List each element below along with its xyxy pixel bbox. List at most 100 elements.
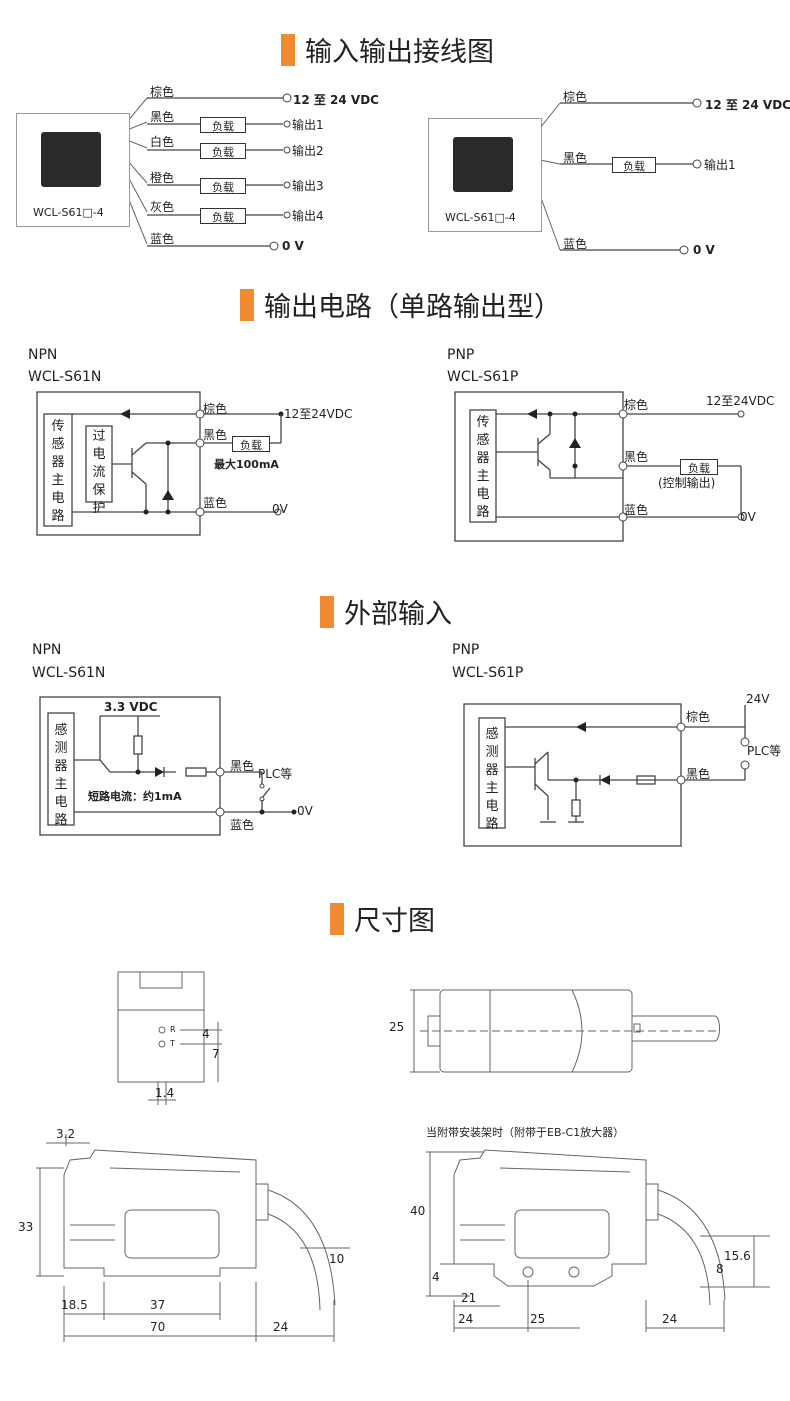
output-pnp-lines (454, 391, 745, 542)
section-title-output: 输出电路（单路输出型） (240, 285, 561, 324)
black-label: 黑色 (624, 450, 649, 464)
vdc-label: 3.3 VDC (104, 700, 158, 714)
dim-right-24a: 24 (458, 1312, 474, 1326)
sensor-image (453, 137, 513, 192)
load-box: 负载 (200, 208, 246, 224)
section-title-text: 外部输入 (344, 599, 452, 630)
load-box: 负载 (612, 157, 656, 173)
section-title-text: 尺寸图 (354, 906, 435, 937)
supply-label: 12至24VDC (284, 407, 353, 421)
pnp-model: WCL-S61P (447, 369, 519, 385)
dim-left-32: 3.2 (56, 1127, 76, 1141)
plc-label: PLC等 (747, 744, 782, 758)
blue-label: 蓝色 (624, 503, 649, 517)
dim-top-lines (410, 989, 721, 1073)
dim-left-185: 18.5 (61, 1298, 88, 1312)
load-box: 负载 (232, 436, 270, 452)
max-current-label: 最大100mA (214, 458, 279, 471)
out3-label: 输出3 (292, 179, 324, 193)
out4-label: 输出4 (292, 209, 324, 223)
load-box: 负载 (200, 178, 246, 194)
black-label: 黑色 (686, 767, 711, 781)
dim-top-25: 25 (389, 1020, 405, 1034)
wire-black: 黑色 (150, 110, 175, 124)
title-bar-icon (330, 902, 344, 935)
dim-front-r: R (170, 1025, 176, 1034)
dim-front-lines (117, 971, 222, 1105)
section-title-text: 输出电路（单路输出型） (264, 292, 561, 323)
v24-label: 24V (746, 692, 770, 706)
protect-label: 过电流保护 (92, 429, 106, 516)
wire-black: 黑色 (563, 151, 588, 165)
out1-label: 输出1 (704, 158, 736, 172)
dim-right-40: 40 (410, 1204, 426, 1218)
blue-label: 蓝色 (203, 496, 228, 510)
dim-right-8: 8 (716, 1262, 724, 1276)
short-current-label: 短路电流：约1mA (88, 790, 182, 803)
load-box: 负载 (680, 459, 718, 475)
black-label: 黑色 (230, 759, 255, 773)
supply-label: 12 至 24 VDC (705, 98, 790, 112)
wire-brown: 棕色 (563, 90, 588, 104)
sensor-photo-right: WCL-S61□-4 (428, 118, 542, 232)
npn-type: NPN (28, 347, 58, 363)
circuit-label: 感测器主电路 (485, 727, 499, 832)
dim-front-7: 7 (212, 1047, 220, 1061)
zero-label: 0 V (693, 243, 715, 257)
load-box: 负载 (200, 143, 246, 159)
section-title-wiring: 输入输出接线图 (281, 30, 494, 69)
circuit-label: 感测器主电路 (54, 723, 68, 828)
sensor-photo-left: WCL-S61□-4 (16, 113, 130, 227)
brown-label: 棕色 (203, 402, 228, 416)
input-pnp-lines (463, 703, 750, 847)
section-title-dimensions: 尺寸图 (330, 899, 435, 938)
dim-side-right-lines (426, 1149, 770, 1332)
pnp-model: WCL-S61P (452, 665, 524, 681)
wire-orange: 橙色 (150, 171, 175, 185)
wire-white: 白色 (150, 135, 175, 149)
dim-right-4: 4 (432, 1270, 440, 1284)
supply-label: 12 至 24 VDC (293, 93, 379, 107)
sensor-image (41, 132, 101, 187)
dim-right-note: 当附带安装架时（附带于EB-C1放大器） (426, 1126, 625, 1139)
wire-brown: 棕色 (150, 85, 175, 99)
dim-front-t: T (170, 1039, 175, 1048)
dim-right-21: 21 (461, 1291, 477, 1305)
section-title-text: 输入输出接线图 (305, 37, 494, 68)
dim-left-37: 37 (150, 1298, 166, 1312)
black-label: 黑色 (203, 428, 228, 442)
wiring-left-lines (126, 93, 292, 251)
dim-left-33: 33 (18, 1220, 34, 1234)
dim-left-70: 70 (150, 1320, 166, 1334)
supply-label: 12至24VDC (706, 394, 775, 408)
brown-label: 棕色 (624, 398, 649, 412)
zero-label: 0 V (282, 239, 304, 253)
zero-label: 0V (297, 804, 313, 818)
blue-label: 蓝色 (230, 818, 255, 832)
load-box: 负载 (200, 117, 246, 133)
wire-blue: 蓝色 (563, 237, 588, 251)
circuit-label: 传感器主电路 (476, 415, 490, 520)
dim-right-24b: 24 (662, 1312, 678, 1326)
input-npn-lines (39, 696, 297, 836)
model-label: WCL-S61□-4 (445, 211, 516, 224)
plc-label: PLC等 (258, 767, 293, 781)
dim-left-10: 10 (329, 1252, 345, 1266)
brown-label: 棕色 (686, 710, 711, 724)
npn-type: NPN (32, 642, 62, 658)
wire-gray: 灰色 (150, 200, 175, 214)
dim-right-156: 15.6 (724, 1249, 751, 1263)
section-title-external: 外部输入 (320, 592, 452, 631)
dim-left-24: 24 (273, 1320, 289, 1334)
out1-label: 输出1 (292, 118, 324, 132)
title-bar-icon (281, 33, 295, 66)
dim-right-25: 25 (530, 1312, 546, 1326)
dim-side-left-lines (36, 1134, 350, 1342)
dim-front-4: 4 (202, 1027, 210, 1041)
dim-front-14: 1.4 (155, 1086, 175, 1100)
wire-blue: 蓝色 (150, 232, 175, 246)
title-bar-icon (240, 288, 254, 321)
output-npn-lines (36, 391, 284, 536)
pnp-type: PNP (447, 347, 475, 363)
